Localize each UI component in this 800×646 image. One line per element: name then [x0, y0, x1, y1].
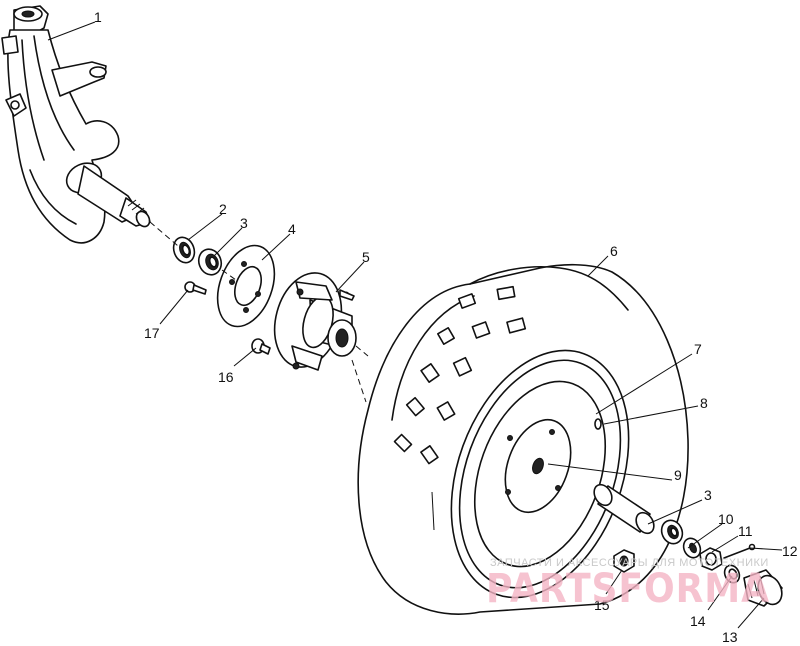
wheel-hub: [273, 272, 357, 371]
o-ring: [723, 564, 741, 584]
castle-nut: [699, 547, 723, 571]
callout-11: 11: [738, 523, 753, 539]
callout-5: 5: [362, 249, 370, 265]
callout-labels: 1 2 3 4 5 6 7 8 9 3 10 11 12 15 16 17 14…: [94, 9, 798, 645]
callout-1: 1: [94, 9, 102, 25]
nut: [251, 338, 271, 355]
callout-3: 3: [240, 215, 248, 231]
callout-16: 16: [218, 369, 234, 385]
bearing-inner: [197, 248, 223, 276]
callout-7: 7: [694, 341, 702, 357]
watermark-caption: ЗАПЧАСТИ И АКСЕССУАРЫ ДЛЯ МОТОТЕХНИКИ: [490, 557, 769, 569]
callout-8: 8: [700, 395, 708, 411]
seal: [172, 236, 196, 264]
hub-cap: [743, 569, 783, 607]
callout-15: 15: [594, 597, 610, 613]
valve-stem: [594, 418, 602, 430]
callout-10: 10: [718, 511, 734, 527]
bolt: [184, 281, 207, 295]
callout-2: 2: [219, 201, 227, 217]
bearing-outer: [660, 519, 684, 545]
callout-4: 4: [288, 221, 296, 237]
callout-6: 6: [610, 243, 618, 259]
wheel-nut: [613, 549, 635, 573]
watermark-brand: PARTSFORMA: [486, 566, 770, 612]
callout-3b: 3: [704, 487, 712, 503]
callout-13: 13: [722, 629, 738, 645]
callout-17: 17: [144, 325, 160, 341]
brake-disc: [216, 244, 276, 328]
leader-lines: [47, 21, 783, 629]
wheel-rim: [450, 349, 630, 599]
spacer: [593, 483, 655, 535]
watermark: ЗАПЧАСТИ И АКСЕССУАРЫ ДЛЯ МОТОТЕХНИКИ PA…: [486, 557, 770, 612]
cotter-pin: [723, 543, 756, 559]
callout-9: 9: [674, 467, 682, 483]
steering-knuckle: [1, 5, 151, 244]
callout-14: 14: [690, 613, 706, 629]
washer: [682, 537, 702, 559]
callout-12: 12: [782, 543, 798, 559]
